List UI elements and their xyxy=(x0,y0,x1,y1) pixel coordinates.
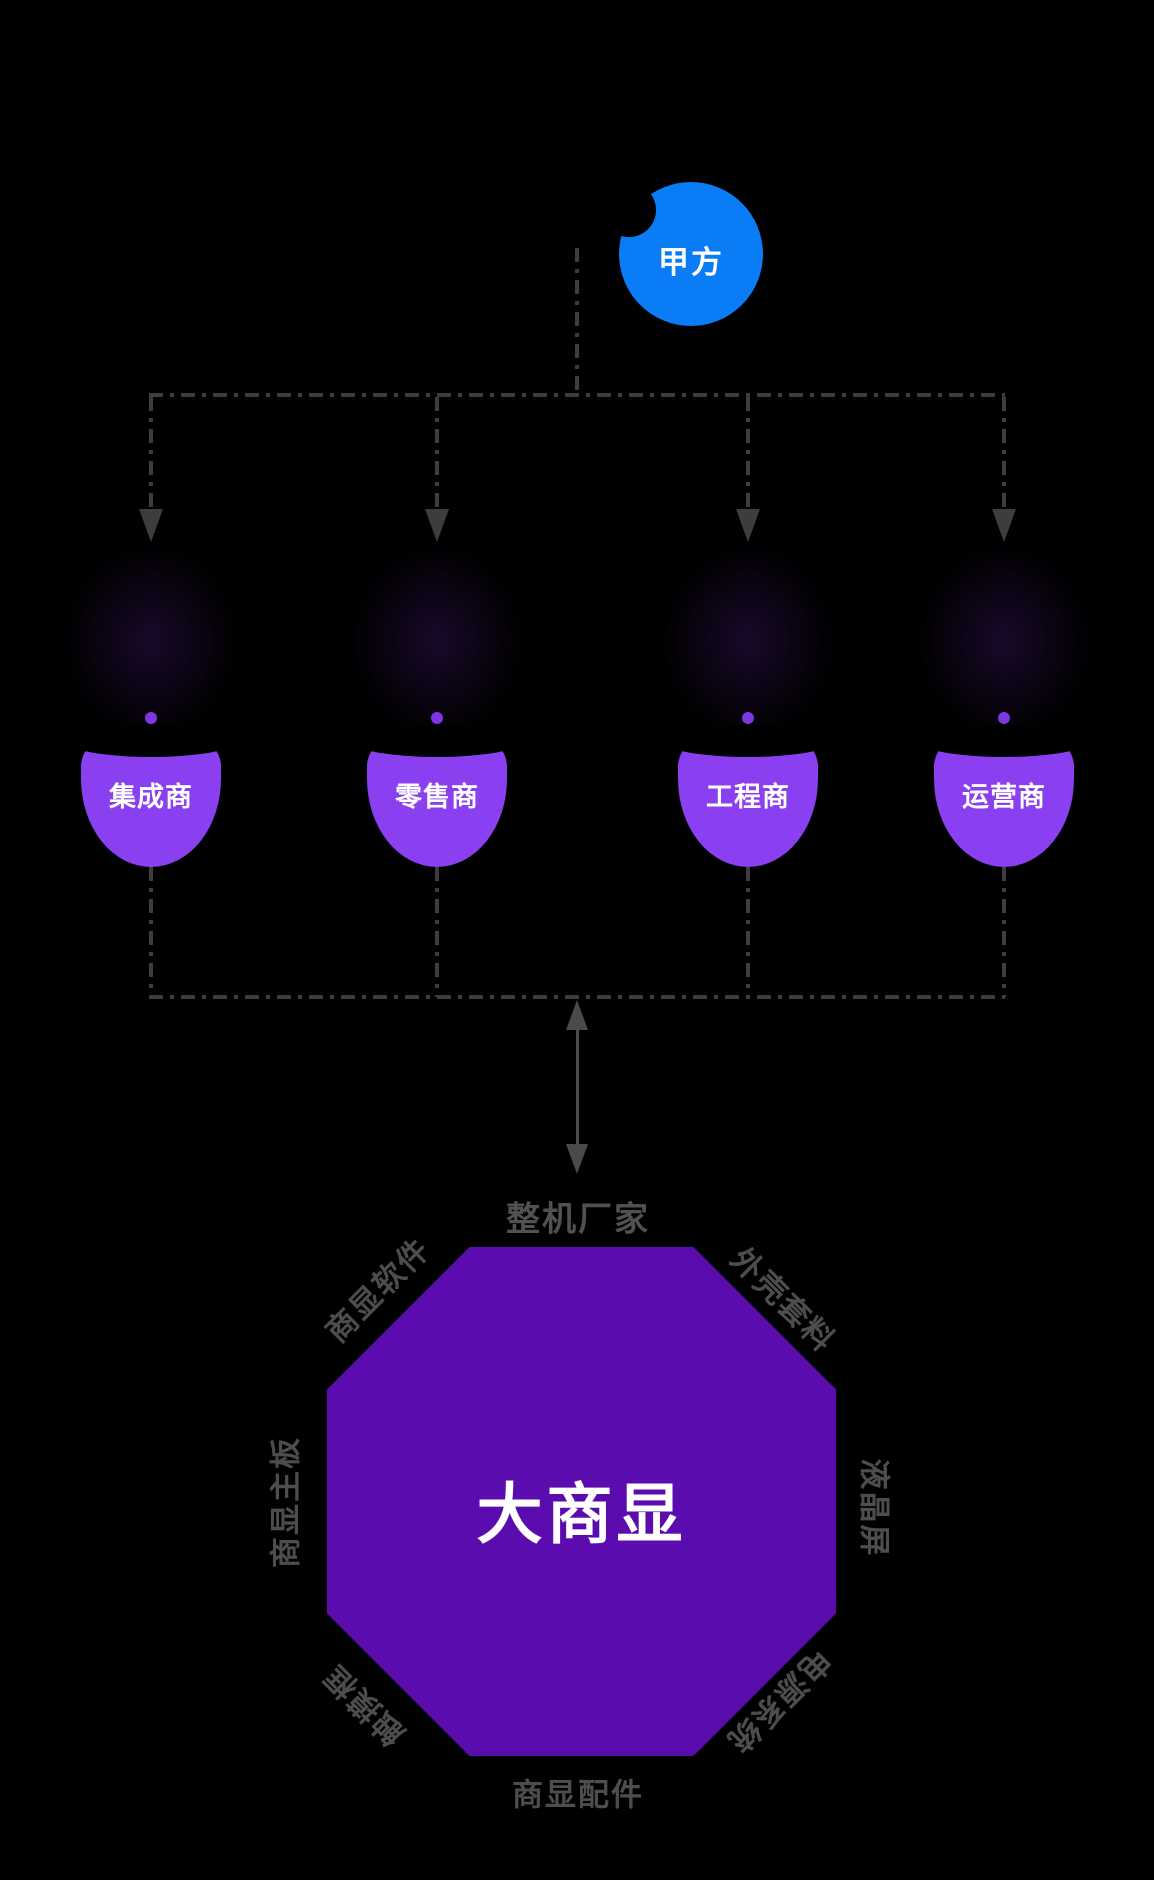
arrow-down-icon xyxy=(425,509,449,542)
label-lcd-panel: 液晶屏 xyxy=(856,1458,892,1558)
node-dot xyxy=(431,712,443,724)
inner-line xyxy=(746,867,750,997)
label-mainboard: 商显主板 xyxy=(268,1436,304,1568)
arrow-down-icon xyxy=(992,509,1016,542)
client-label: 甲方 xyxy=(658,244,724,280)
drop-line xyxy=(435,397,439,509)
channel-label: 运营商 xyxy=(962,782,1046,812)
drop-line xyxy=(746,397,750,509)
drop-line xyxy=(149,397,153,509)
octagon-core: 大商显 xyxy=(327,1247,836,1756)
circle-notch xyxy=(602,183,656,237)
bowl-top-dip xyxy=(663,725,833,757)
frame-right-line xyxy=(1002,867,1006,997)
octagon-title: 大商显 xyxy=(476,1476,687,1551)
bowl-top-dip xyxy=(919,725,1089,757)
arrow-up-icon xyxy=(566,1000,588,1030)
manufacturer-label: 整机厂家 xyxy=(506,1200,650,1239)
bowl-top-dip xyxy=(66,725,236,757)
frame-top-line xyxy=(149,393,1005,397)
arrow-down-icon xyxy=(139,509,163,542)
channel-label: 集成商 xyxy=(109,782,193,812)
node-dot xyxy=(742,712,754,724)
arrow-down-icon xyxy=(566,1144,588,1174)
channel-node-integrator: 集成商 xyxy=(66,725,236,867)
arrow-down-icon xyxy=(736,509,760,542)
bowl-top-dip xyxy=(352,725,522,757)
node-dot xyxy=(998,712,1010,724)
label-display-accessories: 商显配件 xyxy=(512,1777,644,1813)
channel-node-retailer: 零售商 xyxy=(352,725,522,867)
channel-label: 零售商 xyxy=(395,782,479,812)
drop-line xyxy=(1002,397,1006,509)
channel-node-engineering: 工程商 xyxy=(663,725,833,867)
channel-label: 工程商 xyxy=(706,782,790,812)
frame-left-line xyxy=(149,867,153,997)
frame-bottom-line xyxy=(149,995,1005,999)
inner-line xyxy=(435,867,439,997)
double-arrow-shaft xyxy=(576,1024,579,1148)
client-connector-line xyxy=(575,248,579,395)
client-node: 甲方 xyxy=(602,182,763,326)
channel-node-operator: 运营商 xyxy=(919,725,1089,867)
node-dot xyxy=(145,712,157,724)
